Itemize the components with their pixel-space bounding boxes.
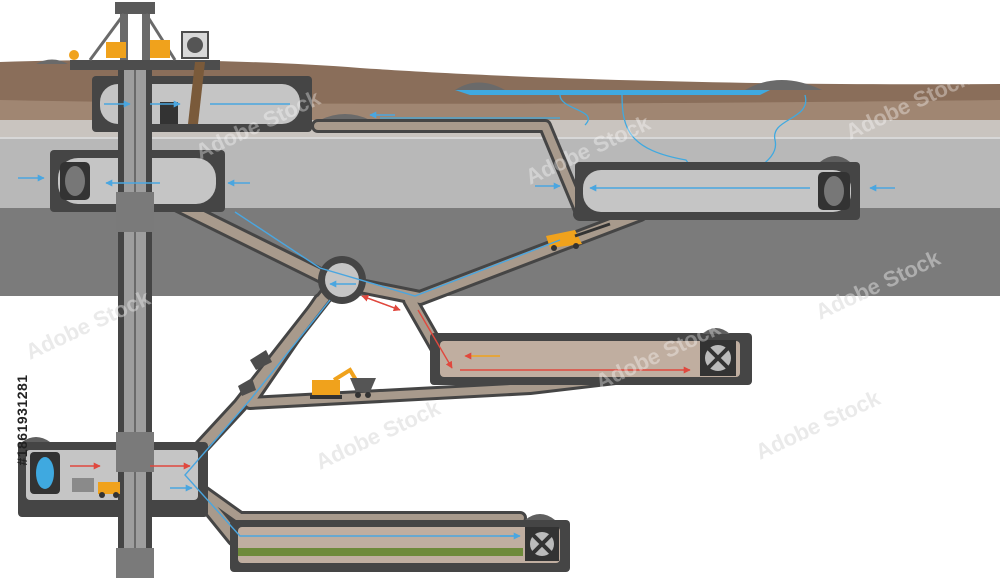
lower-rock-layer bbox=[0, 208, 1000, 296]
spoil-heap bbox=[36, 59, 68, 64]
ventilation-fan-icon bbox=[60, 162, 90, 200]
headframe-icon bbox=[69, 2, 220, 124]
watermark-text: Adobe Stock bbox=[312, 395, 445, 475]
watermark-text: Adobe Stock bbox=[752, 385, 885, 465]
haul-truck-icon bbox=[238, 350, 272, 396]
rock-pile bbox=[22, 437, 50, 442]
fresh-air-flow bbox=[18, 100, 895, 540]
ventilation-fan-icon bbox=[525, 527, 559, 561]
stock-image-id: #1861931281 bbox=[14, 345, 30, 495]
rock-pile bbox=[525, 514, 555, 520]
spoil-heap bbox=[455, 82, 505, 90]
exhaust-air-flow bbox=[70, 294, 691, 470]
excavator-icon bbox=[310, 367, 358, 399]
stock-image-id-text: #1861931281 bbox=[14, 374, 30, 466]
ventilation-fan-icon bbox=[818, 172, 850, 210]
rock-pile bbox=[820, 156, 850, 162]
spoil-heap bbox=[320, 114, 370, 120]
ventilation-fan-icon bbox=[700, 340, 736, 376]
rock-pile bbox=[702, 328, 730, 334]
main-shaft bbox=[116, 60, 154, 578]
second-gallery-right bbox=[575, 162, 860, 220]
drill-rig-icon bbox=[546, 222, 611, 251]
third-gallery bbox=[430, 333, 752, 385]
ore-cart-icon bbox=[350, 378, 376, 398]
spoil-heap bbox=[745, 80, 822, 90]
ventilation-fan-icon bbox=[30, 452, 60, 494]
locomotive-icon bbox=[72, 478, 120, 498]
station-gallery bbox=[18, 442, 208, 517]
surface-lake bbox=[455, 90, 770, 95]
shaft-cage bbox=[160, 102, 178, 124]
bottom-gallery bbox=[230, 520, 570, 572]
